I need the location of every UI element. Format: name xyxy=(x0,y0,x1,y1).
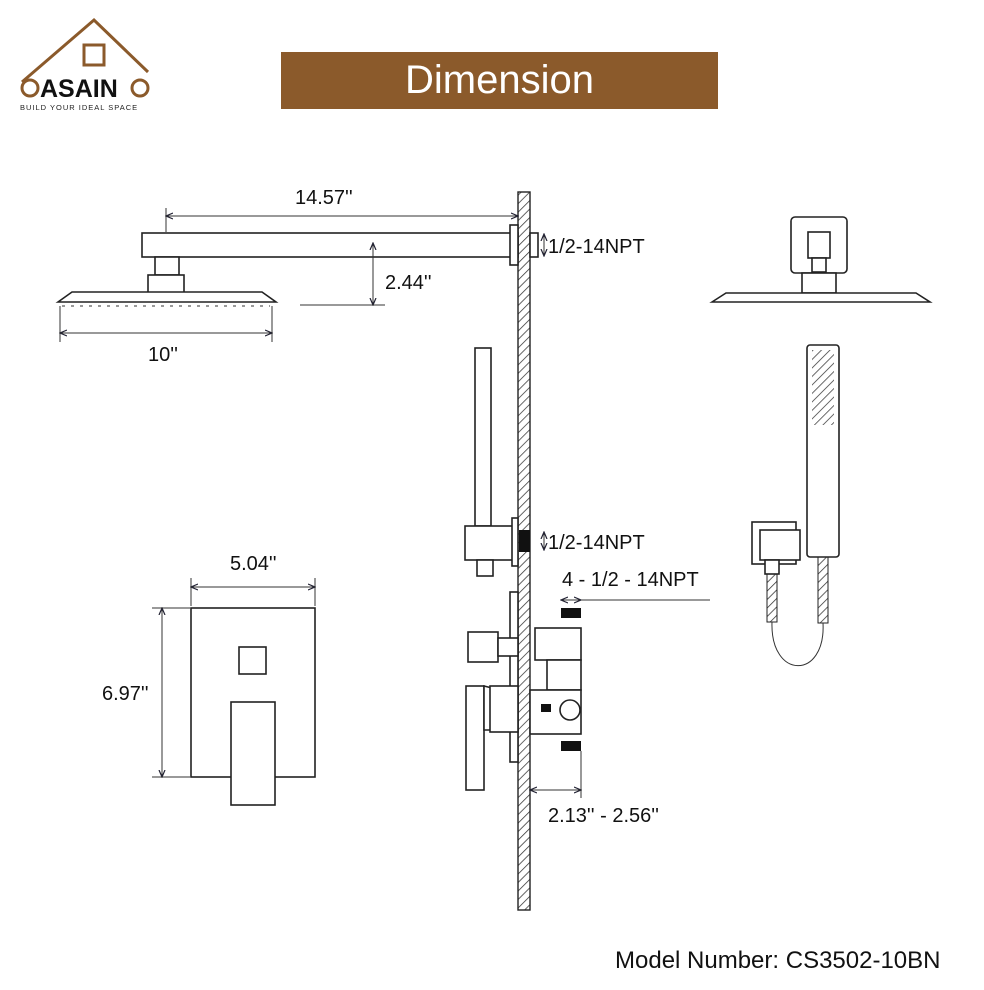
wall-thread-top-label: 1/2-14NPT xyxy=(548,236,645,258)
shower-head-front-view xyxy=(709,216,933,303)
model-number: Model Number: CS3502-10BN xyxy=(615,947,941,974)
shower-head-side-view xyxy=(55,224,539,307)
arm-length-label: 14.57'' xyxy=(295,187,353,209)
head-width-label: 10'' xyxy=(148,344,178,366)
hand-shower-front-view xyxy=(751,344,840,667)
trim-plate-front-view xyxy=(190,607,316,806)
trim-width-label: 5.04'' xyxy=(230,553,277,575)
valve-depth-label: 2.13'' - 2.56'' xyxy=(548,805,659,827)
arm-drop-label: 2.44'' xyxy=(385,272,432,294)
trim-height-label: 6.97'' xyxy=(102,683,149,705)
page-title-banner: Dimension xyxy=(281,52,718,109)
logo-wordmark: ASAIN xyxy=(40,75,118,103)
brand-logo: ASAIN BUILD YOUR IDEAL SPACE xyxy=(20,17,150,112)
valve-threads-label: 4 - 1/2 - 14NPT xyxy=(562,569,699,591)
hand-shower-side-view xyxy=(464,347,530,577)
logo-tagline: BUILD YOUR IDEAL SPACE xyxy=(20,103,138,112)
valve-side-view xyxy=(465,591,582,791)
wall-thread-middle-label: 1/2-14NPT xyxy=(548,532,645,554)
